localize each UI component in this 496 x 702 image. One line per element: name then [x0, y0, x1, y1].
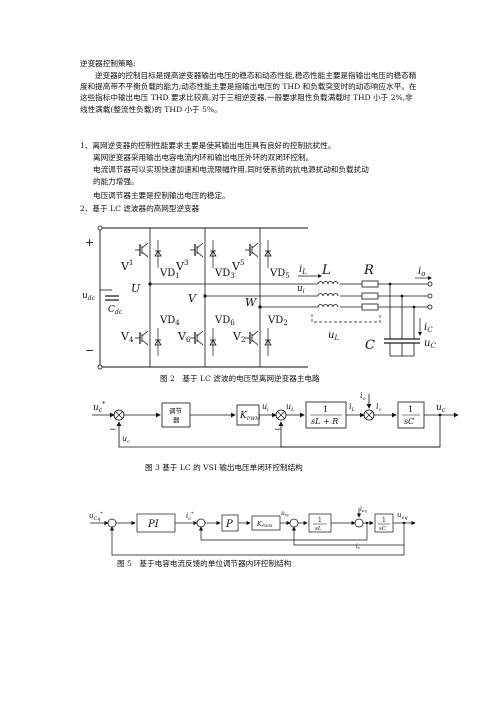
vd1-label: VD1 — [159, 268, 180, 280]
phase-leg-u — [134, 228, 162, 367]
resistor-u — [361, 280, 379, 288]
output-terminal-v — [427, 293, 433, 299]
fig3-uc-out-label: uc — [436, 403, 446, 414]
fig5-sum-1 — [107, 518, 117, 528]
fig5-ic-ref-label: ic* — [186, 511, 194, 522]
plus-sign: + — [85, 236, 94, 249]
io-label: io — [418, 266, 425, 278]
fig3-ul-label: uL — [286, 402, 295, 413]
r-label: R — [363, 263, 374, 278]
phase-leg-w — [244, 228, 272, 367]
item1-line-4: 电压调节器主要是控制输出电压的稳定。 — [93, 191, 230, 200]
udc-label: udc — [82, 291, 96, 302]
fig5-ieq-label: ieq — [360, 506, 367, 513]
fig3-plant-2-den: sC — [404, 417, 414, 426]
v2-label: V2 — [232, 330, 245, 344]
figure-5-caption: 图 5 基于电容电流反馈的单位调节器内环控制结构 — [117, 558, 292, 568]
ul-bracket — [311, 314, 381, 323]
resistor-w — [361, 303, 379, 311]
fig5-sum-4 — [354, 518, 364, 528]
v5-label: V5 — [231, 259, 244, 273]
u-node-label: U — [131, 282, 141, 295]
v3-label: V3 — [175, 259, 188, 273]
fig5-p-label: P — [225, 519, 233, 530]
plus-terminal — [97, 225, 103, 231]
ic-label: iC — [424, 322, 433, 334]
fig3-ic-label: ic — [376, 402, 382, 413]
fig5-block-2-num: 1 — [382, 517, 386, 524]
intro-text: 逆变器的控制目标是提高逆变器输出电压的稳态和动态性能,稳态性能主要是指输出电压的… — [80, 71, 417, 114]
v1-label: V1 — [120, 259, 133, 273]
uc-label: uC — [424, 338, 436, 350]
fig5-ui-label: uiq — [281, 510, 289, 517]
v-node-label: V — [188, 292, 197, 305]
fig3-minus-1: − — [109, 425, 117, 435]
v4-label: V4 — [120, 330, 134, 344]
fig3-io-label: io — [360, 391, 366, 402]
l-label: L — [321, 263, 331, 278]
fig3-uc-fb-label: uc — [122, 434, 130, 445]
ui-label: ui — [297, 284, 305, 295]
output-terminal-w — [427, 304, 433, 310]
c-label: C — [365, 338, 375, 353]
vd4-label: VD4 — [159, 315, 180, 327]
fig3-kpwm-label: KPWM — [239, 411, 261, 422]
vd3-label: VD3 — [214, 268, 235, 280]
figure-2-caption: 图 2 基于 LC 滤波的电压型离网逆变器主电路 — [160, 373, 320, 383]
fig3-ui-label: ui — [262, 402, 269, 413]
figure-3-caption: 图 3 基于 LC 的 VSI 输出电压单闭环控制结构 — [145, 462, 303, 472]
vd2-label: VD2 — [267, 315, 288, 327]
item1-title: 1、离网逆变器的控制性能要求主要是使其输出电压具有良好的控制抗扰性。 — [80, 141, 336, 150]
resistor-v — [361, 292, 379, 300]
minus-terminal — [97, 364, 103, 370]
fig5-ic-label: ic — [356, 543, 361, 550]
fig3-plant-2-num: 1 — [408, 405, 413, 414]
v6-label: V6 — [177, 330, 191, 344]
fig3-il-label: iL — [349, 402, 356, 413]
il-label: iL — [299, 264, 307, 276]
minus-sign: − — [85, 344, 94, 357]
intro-paragraph: 逆变器的控制目标是提高逆变器输出电压的稳态和动态性能,稳态性能主要是指输出电压的… — [80, 70, 420, 115]
output-terminal-u — [427, 281, 433, 287]
fig5-sum-2 — [196, 518, 206, 528]
fig3-regulator-text-2: 器 — [173, 416, 180, 424]
fig5-pi-label: PI — [147, 519, 160, 530]
fig5-block-1-den: sL — [315, 526, 322, 532]
item2-title: 2、基于 LC 滤波器的高网型逆变器 — [80, 204, 200, 213]
fig3-plant-1-num: 1 — [323, 405, 328, 414]
item1-line-1: 离网逆变器采用输出电容电流内环和输出电压外环的双闭环控制。 — [93, 153, 314, 162]
fig5-kpwm-label: KPWM — [256, 521, 273, 528]
fig3-regulator-block — [161, 402, 191, 428]
cdc-label: Cdc — [108, 305, 123, 316]
fig5-block-1-num: 1 — [318, 517, 322, 524]
item1-line-2: 电流调节器可以实现快速加速和电流限幅作用,同时使系统的抗电源扰动和负载扰动 — [93, 165, 369, 174]
w-node-label: W — [245, 296, 258, 309]
fig5-out-label: ueq — [397, 511, 408, 521]
fig5-ref-label: uCq* — [89, 511, 104, 522]
item1-line-3: 的能力增强。 — [93, 177, 139, 186]
fig3-minus-2: − — [274, 425, 282, 435]
heading: 逆变器控制策略: — [80, 59, 136, 68]
fig3-regulator-text-1: 调节 — [169, 406, 183, 415]
fig3-uc-ref-label: uc* — [93, 401, 105, 414]
fig5-block-2-den: sC — [379, 526, 387, 532]
ul-label: uL — [328, 330, 339, 342]
vd6-label: VD6 — [214, 315, 235, 327]
vd5-label: VD5 — [269, 268, 290, 280]
filter-capacitors — [384, 282, 420, 357]
fig3-plant-1-den: sL + R — [311, 417, 338, 426]
fig5-sum-3 — [289, 518, 299, 528]
